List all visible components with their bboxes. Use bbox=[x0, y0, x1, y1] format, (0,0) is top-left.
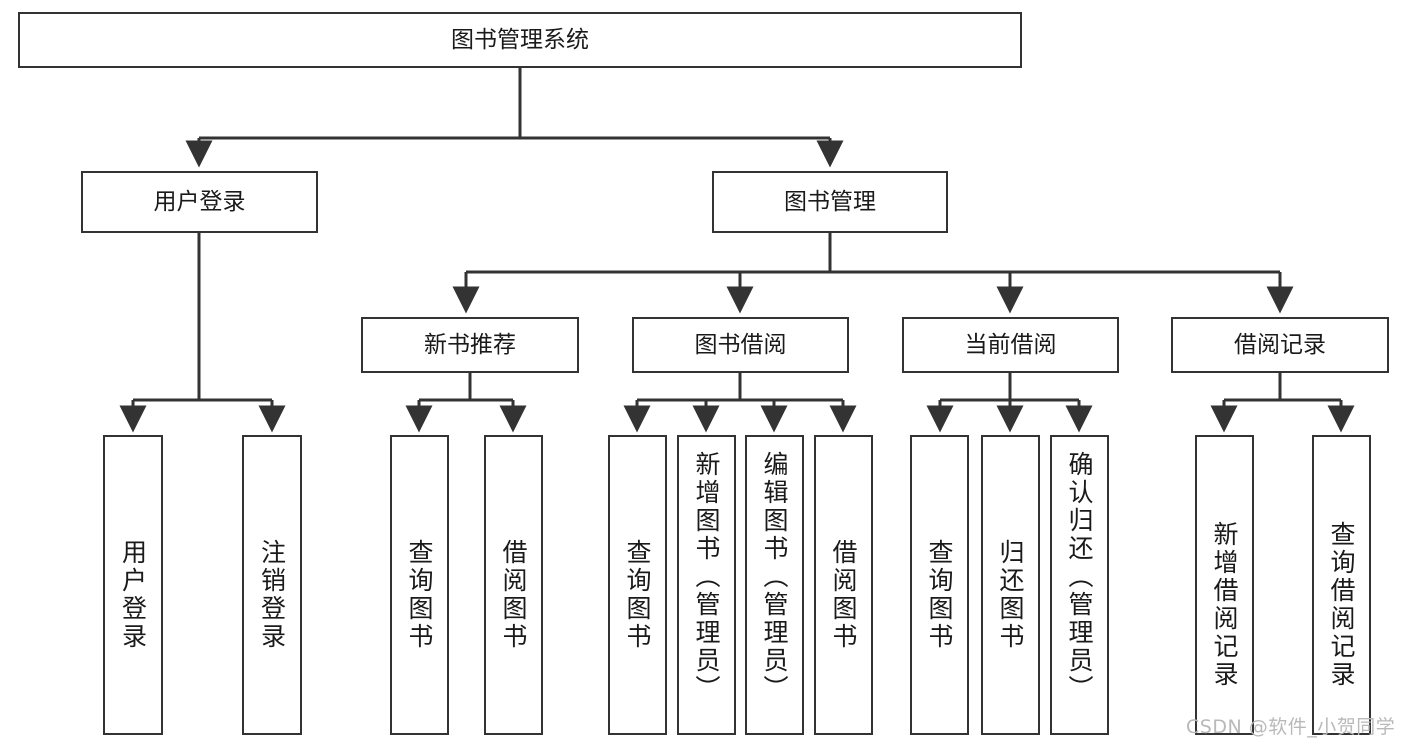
node-leaf-borrow-book-1[interactable]: 借阅图书 bbox=[484, 435, 543, 735]
node-root[interactable]: 图书管理系统 bbox=[18, 12, 1022, 68]
node-leaf-user-login-label: 用户登录 bbox=[118, 539, 148, 651]
node-leaf-query-book-1[interactable]: 查询图书 bbox=[390, 435, 449, 735]
node-new-book-recommend-label: 新书推荐 bbox=[424, 331, 516, 358]
node-book-management-label: 图书管理 bbox=[784, 188, 876, 215]
node-leaf-add-book-label: 新增图书（管理员） bbox=[692, 451, 721, 703]
node-root-label: 图书管理系统 bbox=[451, 26, 589, 53]
node-leaf-borrow-book-1-label: 借阅图书 bbox=[499, 539, 528, 651]
node-leaf-edit-book[interactable]: 编辑图书（管理员） bbox=[745, 435, 804, 735]
node-leaf-query-book-2-label: 查询图书 bbox=[623, 539, 652, 651]
node-leaf-query-record[interactable]: 查询借阅记录 bbox=[1312, 435, 1371, 735]
node-leaf-query-book-1-label: 查询图书 bbox=[405, 539, 434, 651]
node-leaf-add-record-label: 新增借阅记录 bbox=[1210, 521, 1239, 689]
node-leaf-add-record[interactable]: 新增借阅记录 bbox=[1195, 435, 1254, 735]
node-book-management[interactable]: 图书管理 bbox=[712, 171, 948, 233]
node-leaf-query-record-label: 查询借阅记录 bbox=[1327, 521, 1356, 689]
node-leaf-borrow-book-2[interactable]: 借阅图书 bbox=[814, 435, 873, 735]
node-leaf-logout[interactable]: 注销登录 bbox=[242, 435, 302, 735]
node-book-borrow-label: 图书借阅 bbox=[694, 331, 787, 358]
node-user-login[interactable]: 用户登录 bbox=[81, 171, 318, 233]
node-leaf-add-book[interactable]: 新增图书（管理员） bbox=[677, 435, 736, 735]
node-leaf-query-book-3-label: 查询图书 bbox=[925, 539, 954, 651]
node-leaf-return-book[interactable]: 归还图书 bbox=[981, 435, 1040, 735]
node-leaf-query-book-2[interactable]: 查询图书 bbox=[608, 435, 667, 735]
node-leaf-return-book-label: 归还图书 bbox=[996, 539, 1025, 651]
node-book-borrow[interactable]: 图书借阅 bbox=[632, 317, 849, 373]
node-leaf-query-book-3[interactable]: 查询图书 bbox=[910, 435, 969, 735]
node-leaf-user-login[interactable]: 用户登录 bbox=[103, 435, 163, 735]
node-leaf-edit-book-label: 编辑图书（管理员） bbox=[760, 451, 789, 703]
node-user-login-label: 用户登录 bbox=[153, 188, 246, 215]
node-new-book-recommend[interactable]: 新书推荐 bbox=[361, 317, 579, 373]
csdn-watermark: CSDN @软件_小贺同学 bbox=[1186, 716, 1396, 738]
node-leaf-confirm-return[interactable]: 确认归还（管理员） bbox=[1050, 435, 1109, 735]
node-leaf-borrow-book-2-label: 借阅图书 bbox=[829, 539, 858, 651]
node-current-borrow-label: 当前借阅 bbox=[964, 331, 1057, 358]
node-leaf-confirm-return-label: 确认归还（管理员） bbox=[1065, 451, 1094, 703]
node-leaf-logout-label: 注销登录 bbox=[257, 539, 287, 651]
node-borrow-record-label: 借阅记录 bbox=[1234, 331, 1326, 358]
node-current-borrow[interactable]: 当前借阅 bbox=[902, 317, 1119, 373]
node-borrow-record[interactable]: 借阅记录 bbox=[1171, 317, 1389, 373]
